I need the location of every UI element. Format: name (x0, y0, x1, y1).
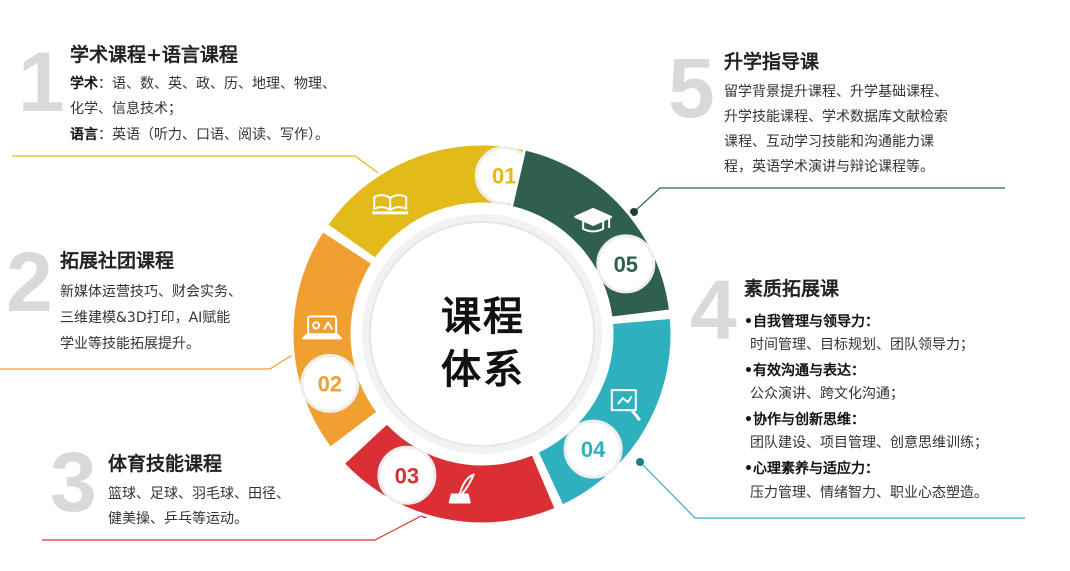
connector-1 (12, 155, 389, 181)
ring-segment-02: 02 (290, 228, 381, 451)
language-text: ：英语（听力、口语、阅读、写作）。 (98, 127, 329, 143)
quality-item-4-head: •心理素养与适应力： (744, 461, 879, 477)
center-disc (369, 221, 595, 447)
quality-item-2-body: 公众演讲、跨文化沟通； (750, 386, 904, 402)
quality-item-2-head: •有效沟通与表达： (744, 363, 865, 379)
quill-ink-icon (448, 473, 475, 504)
center-title-line1: 课程 (441, 294, 525, 340)
section-number-1: 1 (18, 35, 65, 129)
section-title-quality: 素质拓展课 (744, 278, 840, 300)
academic-subjects-line-2: 化学、信息技术； (70, 101, 182, 117)
books-icon (372, 194, 409, 215)
badge-label-04: 04 (581, 437, 606, 462)
clubs-line-3: 学业等技能拓展提升。 (60, 336, 200, 352)
laptop-icon (302, 315, 343, 340)
quality-item-4-body: 压力管理、情绪智力、职业心态塑造。 (750, 485, 988, 501)
quality-item-3-body: 团队建设、项目管理、创意思维训练； (750, 435, 988, 451)
badge-label-03: 03 (395, 463, 419, 488)
guidance-line-1: 留学背景提升课程、升学基础课程、 (724, 84, 948, 100)
clubs-line-1: 新媒体运营技巧、财会实务、 (60, 284, 242, 300)
badge-label-02: 02 (318, 371, 342, 396)
section-number-5: 5 (668, 41, 715, 135)
section-number-3: 3 (50, 435, 97, 529)
badge-label-05: 05 (614, 252, 638, 277)
guidance-line-2: 升学技能课程、学术数据库文献检索 (724, 109, 948, 125)
academic-label: 学术 (70, 76, 98, 92)
connector-3 (42, 513, 426, 541)
sports-line-1: 篮球、足球、羽毛球、田径、 (108, 486, 290, 502)
clubs-line-2: 三维建模&3D打印，AI赋能 (60, 310, 231, 326)
section-title-clubs: 拓展社团课程 (60, 250, 175, 272)
section-number-4: 4 (690, 263, 737, 357)
language-label: 语言 (70, 127, 98, 143)
guidance-line-4: 程，英语学术演讲与辩论课程等。 (724, 159, 934, 175)
guidance-line-3: 课程、互动学习技能和沟通能力课 (724, 134, 934, 150)
academic-subjects-line: 学术：语、数、英、政、历、地理、物理、 (70, 72, 336, 96)
section-title-guidance: 升学指导课 (724, 51, 820, 73)
quality-item-1-head: •自我管理与领导力： (744, 314, 879, 330)
presentation-board-icon (610, 389, 641, 422)
badge-02 (300, 353, 360, 413)
center-title-line2: 体系 (441, 347, 525, 393)
quality-item-1-body: 时间管理、目标规划、团队领导力； (750, 337, 974, 353)
badge-03 (377, 445, 437, 505)
quality-item-3-head: •协作与创新思维： (744, 412, 865, 428)
badge-label-01: 01 (492, 164, 516, 189)
ring-segment-03: 03 (340, 420, 559, 526)
section-number-2: 2 (6, 235, 53, 329)
connector-5 (633, 187, 1005, 213)
academic-subjects-text: ：语、数、英、政、历、地理、物理、 (98, 76, 336, 92)
section-title-academic-language: 学术课程+语言课程 (70, 44, 238, 66)
ring-segment-04: 04 (534, 315, 674, 509)
connector-5-dot (630, 208, 638, 216)
cycle-ring: 01 02 03 04 05 (290, 142, 674, 526)
graduation-cap-icon (574, 207, 613, 233)
language-line: 语言：英语（听力、口语、阅读、写作）。 (70, 123, 329, 147)
section-title-sports: 体育技能课程 (108, 453, 223, 475)
connector-4-dot (636, 458, 644, 466)
badge-05 (596, 234, 656, 294)
connector-4 (639, 461, 1025, 519)
badge-04 (563, 419, 623, 479)
ring-segment-05: 05 (509, 147, 673, 320)
connector-2 (0, 349, 301, 370)
sports-line-2: 健美操、乒乓等运动。 (108, 511, 248, 527)
